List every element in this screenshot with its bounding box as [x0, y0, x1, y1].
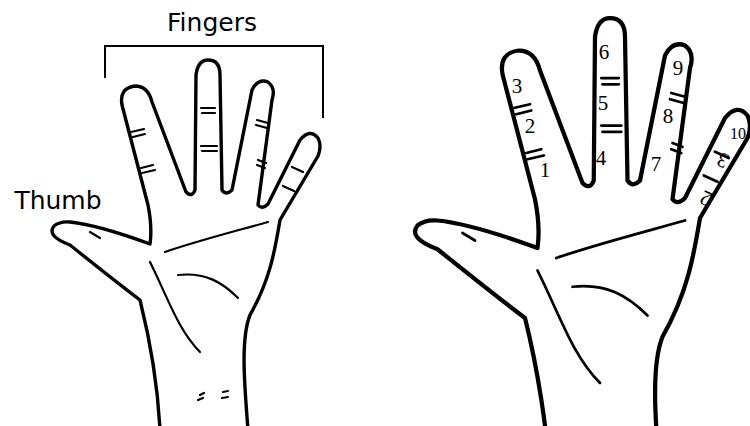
thumb-label: Thumb	[14, 188, 101, 213]
segment-number: 2	[525, 116, 536, 137]
segment-number: 7	[651, 154, 662, 175]
segment-number: 3	[512, 76, 523, 97]
segment-number: 6	[599, 42, 610, 63]
segment-number: 1	[540, 160, 551, 181]
segment-number: 10	[730, 126, 746, 142]
left-hand	[52, 60, 320, 426]
fingers-bracket	[105, 46, 323, 118]
segment-number: 9	[673, 58, 684, 79]
segment-number: 4	[596, 148, 607, 169]
right-hand	[415, 18, 750, 426]
segment-number: 8	[663, 106, 674, 127]
finger-group-label: Fingers	[167, 10, 257, 35]
segment-number: 5	[598, 93, 609, 114]
